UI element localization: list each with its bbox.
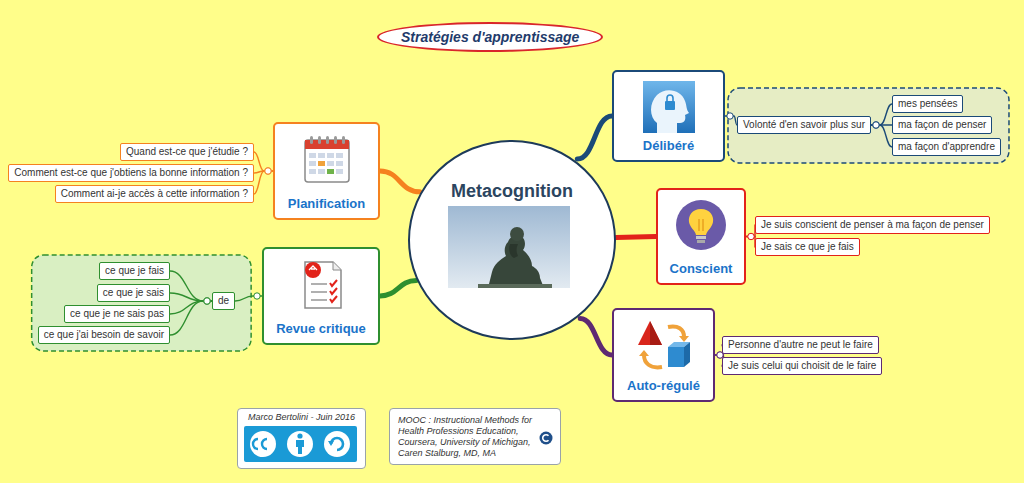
connector-line: [577, 116, 612, 159]
topic-text: Comment ai-je accès à cette information …: [61, 188, 248, 199]
credit-box: Marco Bertolini - Juin 2016: [237, 408, 366, 469]
topic-box: Quand est-ce que j'étudie ?: [120, 143, 254, 161]
connector-line: [871, 125, 892, 147]
topic-text: Personne d'autre ne peut le faire: [728, 339, 873, 350]
connector-knob: [204, 298, 210, 304]
connector-line: [170, 271, 212, 301]
credit-text: Marco Bertolini - Juin 2016: [238, 409, 365, 423]
connector-knob: [748, 233, 754, 239]
branch-label: Planification: [275, 196, 378, 211]
topic-text: ce que je ne sais pas: [70, 308, 164, 319]
connector: [871, 104, 892, 128]
branch-box: Conscient: [656, 188, 746, 285]
connector-knob: [204, 298, 210, 304]
branch-icon: [634, 317, 694, 373]
topic-text: Je suis celui qui choisit de le faire: [728, 360, 876, 371]
connector-knob: [873, 122, 879, 128]
connector: [616, 236, 656, 238]
connector: [746, 233, 755, 247]
connector-knob: [204, 298, 210, 304]
topic-text: Quand est-ce que j'étudie ?: [126, 146, 248, 157]
connector-line: [380, 171, 420, 192]
branch-icon: [639, 79, 699, 135]
topic-text: Je sais ce que je fais: [761, 241, 854, 252]
connector-line: [380, 281, 416, 296]
connector: [725, 113, 737, 125]
branch-box: Auto-régulé: [612, 308, 715, 402]
connector: [235, 293, 262, 301]
topic-box: Personne d'autre ne peut le faire: [722, 336, 879, 354]
source-text: MOOC : Instructional Methods for Health …: [390, 409, 560, 464]
branch-box: Planification: [273, 122, 380, 220]
connector-knob: [265, 168, 271, 174]
topic-box: mes pensées: [892, 95, 963, 113]
dashed-region: [32, 255, 251, 351]
topic-text: Comment est-ce que j'obtiens la bonne in…: [14, 167, 248, 178]
topic-text: ma façon d'apprendre: [898, 141, 995, 152]
connector: [254, 168, 273, 194]
topic-text: ce que j'ai besoin de savoir: [44, 329, 164, 340]
central-label: Metacognition: [410, 180, 614, 202]
connector-knob: [204, 298, 210, 304]
central-circle: Metacognition: [408, 140, 616, 340]
branch-label: Conscient: [658, 261, 744, 276]
topic-text: Volonté d'en savoir plus sur: [743, 119, 865, 130]
copyright-icon: [539, 431, 553, 445]
branch-box: Délibéré: [612, 70, 725, 162]
connector-knob: [265, 168, 271, 174]
source-box: MOOC : Instructional Methods for Health …: [389, 408, 561, 465]
branch-label: Revue critique: [264, 321, 378, 336]
connector-knob: [873, 122, 879, 128]
topic-box: Je suis conscient de penser à ma façon d…: [755, 216, 990, 234]
topic-box: ce que je sais: [97, 284, 170, 302]
topic-box: ma façon d'apprendre: [892, 138, 1001, 156]
branch-icon: [297, 131, 357, 187]
connector: [170, 298, 212, 314]
branch-icon: [291, 256, 351, 312]
topic-box: ce que j'ai besoin de savoir: [38, 326, 170, 344]
title-text: Stratégies d'apprentissage: [401, 29, 579, 45]
connector-knob: [748, 233, 754, 239]
connector: [380, 171, 420, 192]
connector: [577, 116, 612, 159]
connector-line: [616, 234, 656, 240]
connector: [380, 281, 416, 296]
branch-label: Délibéré: [614, 138, 723, 153]
topic-box: Comment est-ce que j'obtiens la bonne in…: [8, 164, 254, 182]
topic-text: ce que je fais: [105, 265, 164, 276]
branch-icon: [671, 197, 731, 253]
topic-text: Je suis conscient de penser à ma façon d…: [761, 219, 984, 230]
topic-text: mes pensées: [898, 98, 957, 109]
topic-box: Comment ai-je accès à cette information …: [55, 185, 254, 203]
title-oval: Stratégies d'apprentissage: [377, 22, 603, 52]
connector: [170, 271, 212, 304]
connector-line: [580, 318, 612, 355]
topic-text: ma façon de penser: [898, 119, 986, 130]
connector: [170, 298, 212, 335]
connector-knob: [254, 293, 260, 299]
thinker-photo: [448, 206, 570, 288]
topic-text: ce que je sais: [103, 287, 164, 298]
topic-box: ce que je fais: [99, 262, 170, 280]
branch-label: Auto-régulé: [614, 378, 713, 393]
dashed-region: [728, 88, 1009, 163]
topic-box: de: [212, 292, 235, 310]
connector-knob: [265, 168, 271, 174]
connector: [871, 122, 892, 147]
connector: [580, 318, 612, 355]
connector: [746, 225, 755, 240]
topic-text: de: [218, 295, 229, 306]
branch-box: Revue critique: [262, 247, 380, 345]
connector-line: [254, 171, 273, 194]
connector: [170, 293, 212, 304]
license-badge: [244, 426, 357, 462]
topic-box: Je suis celui qui choisit de le faire: [722, 357, 882, 375]
topic-box: Volonté d'en savoir plus sur: [737, 116, 871, 134]
topic-box: ma façon de penser: [892, 116, 992, 134]
topic-box: Je sais ce que je fais: [755, 238, 860, 256]
connector-knob: [873, 122, 879, 128]
connector-line: [170, 301, 212, 335]
connector-knob: [727, 113, 733, 119]
topic-box: ce que je ne sais pas: [64, 305, 170, 323]
